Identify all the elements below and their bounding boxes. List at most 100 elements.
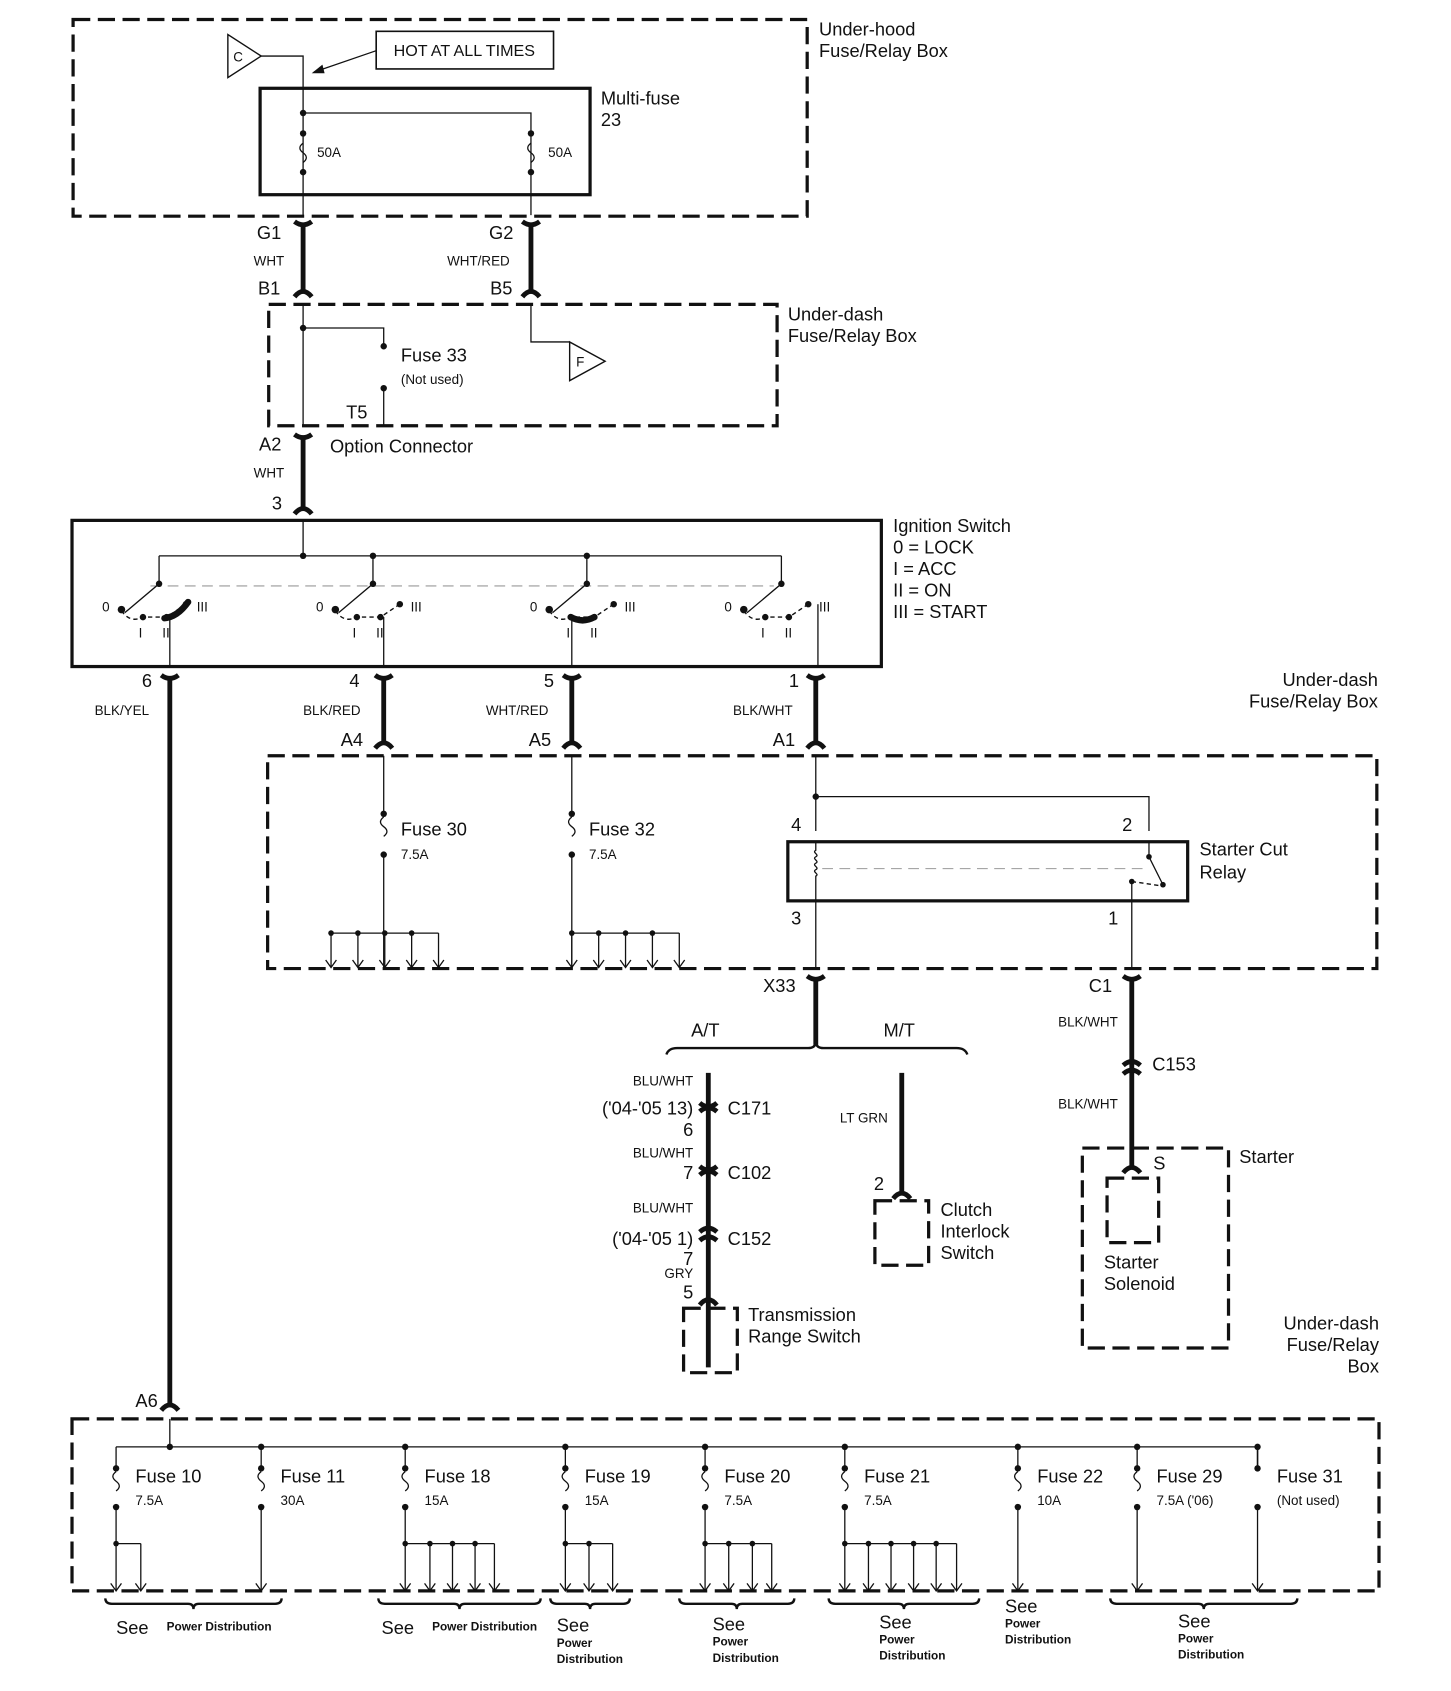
fuse-fuse-31[interactable]: Fuse 31(Not used) bbox=[1251, 1443, 1343, 1592]
pos-0-label: 0 bbox=[530, 600, 537, 615]
branch-arrow-icon bbox=[399, 1582, 412, 1592]
starter-branch[interactable]: C1 BLK/WHT C153 BLK/WHT Starter S Starte… bbox=[1058, 974, 1294, 1350]
starter-color-1: BLK/WHT bbox=[1058, 1015, 1118, 1030]
starter-color-2: BLK/WHT bbox=[1058, 1096, 1118, 1111]
multifuse-23-box bbox=[258, 86, 592, 197]
pin-3-label: 3 bbox=[272, 493, 282, 514]
ignition-output-wire-4[interactable] bbox=[373, 673, 395, 750]
branch-arrow-icon bbox=[565, 959, 578, 969]
reference-brace bbox=[377, 1598, 542, 1610]
c153-label: C153 bbox=[1152, 1054, 1196, 1075]
fuse-symbol-icon bbox=[561, 1470, 570, 1492]
blu-wht-2: BLU/WHT bbox=[633, 1146, 693, 1161]
branch-arrow-icon bbox=[424, 1582, 436, 1592]
pos-0-label: 0 bbox=[102, 600, 109, 615]
fuse33-note: (Not used) bbox=[401, 372, 464, 387]
wire-g2-b5[interactable]: G2 WHT/RED B5 bbox=[447, 219, 542, 299]
fuse-fuse-18[interactable]: Fuse 18 15A bbox=[399, 1443, 501, 1592]
branch-arrow-icon bbox=[110, 1582, 122, 1592]
starter-cut-relay-box bbox=[786, 840, 1190, 903]
switch-dashed-arc bbox=[743, 603, 809, 620]
ignition-legend-acc: I = ACC bbox=[893, 558, 956, 579]
branch-arrow-icon bbox=[1131, 1582, 1144, 1592]
branch-arrow-icon bbox=[488, 1582, 501, 1592]
fuse32-label: Fuse 32 bbox=[589, 818, 655, 839]
pos-2-label: II bbox=[376, 626, 383, 641]
fuse-name: Fuse 18 bbox=[425, 1465, 491, 1486]
branch-arrow-icon bbox=[352, 959, 364, 969]
ref-c-triangle-icon[interactable] bbox=[227, 33, 263, 79]
reference-brace bbox=[678, 1598, 796, 1610]
option-connector-wire[interactable]: A2 Option Connector WHT 3 bbox=[254, 432, 473, 516]
power-link-line2: Distribution bbox=[1178, 1648, 1244, 1662]
transmission-branch[interactable]: X33 A/T M/T BLU/WHT ('04-'05 13) C171 6 … bbox=[602, 974, 1010, 1375]
blu-wht-3: BLU/WHT bbox=[633, 1201, 693, 1216]
branch-arrow-icon bbox=[255, 1582, 268, 1592]
clutch-label-2: Interlock bbox=[940, 1220, 1010, 1241]
branch-arrow-icon bbox=[432, 959, 445, 969]
c152-label: C152 bbox=[728, 1228, 772, 1249]
fuse-symbol-icon bbox=[1133, 1470, 1142, 1492]
ref-c-label: C bbox=[233, 49, 243, 64]
reference-brace bbox=[827, 1598, 981, 1610]
out-pin-1: 1 bbox=[789, 670, 799, 691]
underdash-mid-label-2: Fuse/Relay Box bbox=[1249, 690, 1378, 711]
c102-label: C102 bbox=[728, 1162, 772, 1183]
pos-1-label: I bbox=[139, 626, 143, 641]
fuse-symbol-icon bbox=[840, 1470, 849, 1492]
underdash-mid-label-1: Under-dash bbox=[1282, 669, 1377, 690]
x33-label: X33 bbox=[763, 975, 796, 996]
option-connector-label: Option Connector bbox=[330, 436, 473, 457]
ignition-output-wire-5[interactable] bbox=[561, 673, 583, 750]
fuse30-symbol-icon bbox=[379, 816, 388, 838]
fuse-fuse-29[interactable]: Fuse 297.5A ('06) bbox=[1131, 1443, 1223, 1592]
fuse-rating: 30A bbox=[281, 1493, 305, 1508]
see-label: See bbox=[1178, 1610, 1211, 1631]
branch-arrow-icon bbox=[405, 959, 418, 969]
switch-lever bbox=[746, 555, 783, 614]
fuse-symbol-icon bbox=[257, 1470, 266, 1492]
pin-5-label: 5 bbox=[683, 1282, 693, 1303]
out-pin-6: 6 bbox=[142, 670, 152, 691]
hot-at-all-times-callout bbox=[375, 30, 555, 70]
ignition-switch-box bbox=[70, 518, 883, 669]
branch-arrow-icon bbox=[907, 1582, 920, 1592]
fuse-rating: 7.5A ('06) bbox=[1157, 1493, 1214, 1508]
ref-f-triangle-icon[interactable] bbox=[568, 340, 607, 382]
branch-arrow-icon bbox=[950, 1582, 963, 1592]
wire-g1-b1[interactable]: G1 WHT B1 bbox=[254, 219, 314, 299]
fuse-fuse-10[interactable]: Fuse 107.5A bbox=[110, 1446, 202, 1592]
fuse-rating: 15A bbox=[425, 1493, 449, 1508]
power-distribution-link: Power Distribution bbox=[167, 1620, 272, 1634]
switch-lever bbox=[124, 555, 160, 614]
relay-pin-4: 4 bbox=[791, 814, 801, 835]
lt-grn-label: LT GRN bbox=[840, 1110, 888, 1125]
fuse-fuse-21[interactable]: Fuse 217.5A bbox=[838, 1443, 963, 1592]
branch-arrow-icon bbox=[699, 1582, 711, 1592]
switch-dashed-arc bbox=[548, 603, 615, 620]
fuse33-label: Fuse 33 bbox=[401, 344, 467, 365]
callout-arrowhead-icon bbox=[311, 64, 325, 74]
solenoid-label-1: Starter bbox=[1104, 1251, 1159, 1272]
underdash-upper-label-2: Fuse/Relay Box bbox=[788, 325, 917, 346]
underdash-lower-box: Under-dash Fuse/Relay Box A6 Fuse 107.5A… bbox=[70, 1313, 1381, 1593]
fuse-fuse-20[interactable]: Fuse 207.5A bbox=[699, 1443, 791, 1592]
underdash-lower-label-3: Box bbox=[1348, 1356, 1379, 1377]
underdash-upper-outline bbox=[267, 302, 779, 428]
multifuse-bus bbox=[303, 112, 532, 216]
underdash-upper-box: Under-dash Fuse/Relay Box Fuse 33 (Not u… bbox=[267, 302, 917, 428]
ignition-output-wire-6[interactable] bbox=[159, 673, 181, 1412]
ignition-output-wire-1[interactable] bbox=[805, 673, 827, 750]
